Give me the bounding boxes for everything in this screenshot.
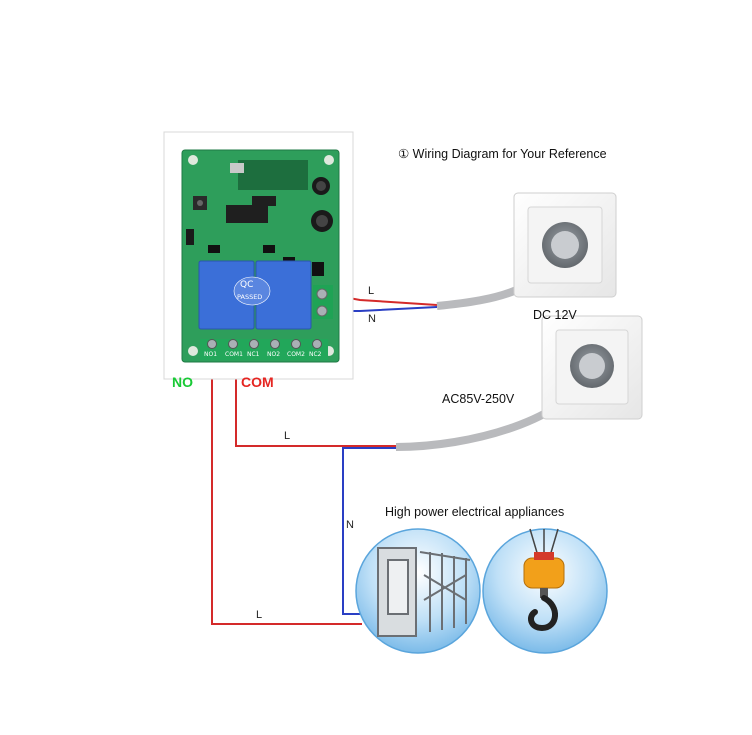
ac-socket [541,315,643,420]
ac-neutral-wire [342,447,396,615]
dc-label: DC 12V [533,308,577,322]
terminal-label-no2: NO2 [267,351,281,358]
ac-label: AC85V-250V [442,392,515,406]
appliances-label: High power electrical appliances [385,505,565,519]
output-screws [207,339,322,349]
dc-socket [513,192,617,298]
com-terminal-label: COM [241,374,274,390]
terminal-label-nc1: NC1 [247,351,260,358]
bottom-live-label: L [256,609,263,621]
no-live-wire [211,360,362,625]
terminal-label-nc2: NC2 [309,351,322,358]
appliance-crane-hook [482,528,608,654]
relay-passed-text: PASSED [237,293,263,301]
dc-neutral-label: N [368,313,376,325]
relay-board [181,149,340,363]
no-terminal-label: NO [172,374,193,390]
terminal-label-com2: COM2 [287,351,305,358]
ac-live-label: L [284,430,291,442]
terminal-label-no1: NO1 [204,351,218,358]
dc-live-label: L [368,285,375,297]
appliance-gate [355,528,481,654]
diagram-title: ① Wiring Diagram for Your Reference [398,147,607,161]
ac-neutral-label: N [346,519,354,531]
relay-qc-text: QC [240,280,254,290]
terminal-label-com1: COM1 [225,351,243,358]
ac-live-wire [235,360,396,447]
